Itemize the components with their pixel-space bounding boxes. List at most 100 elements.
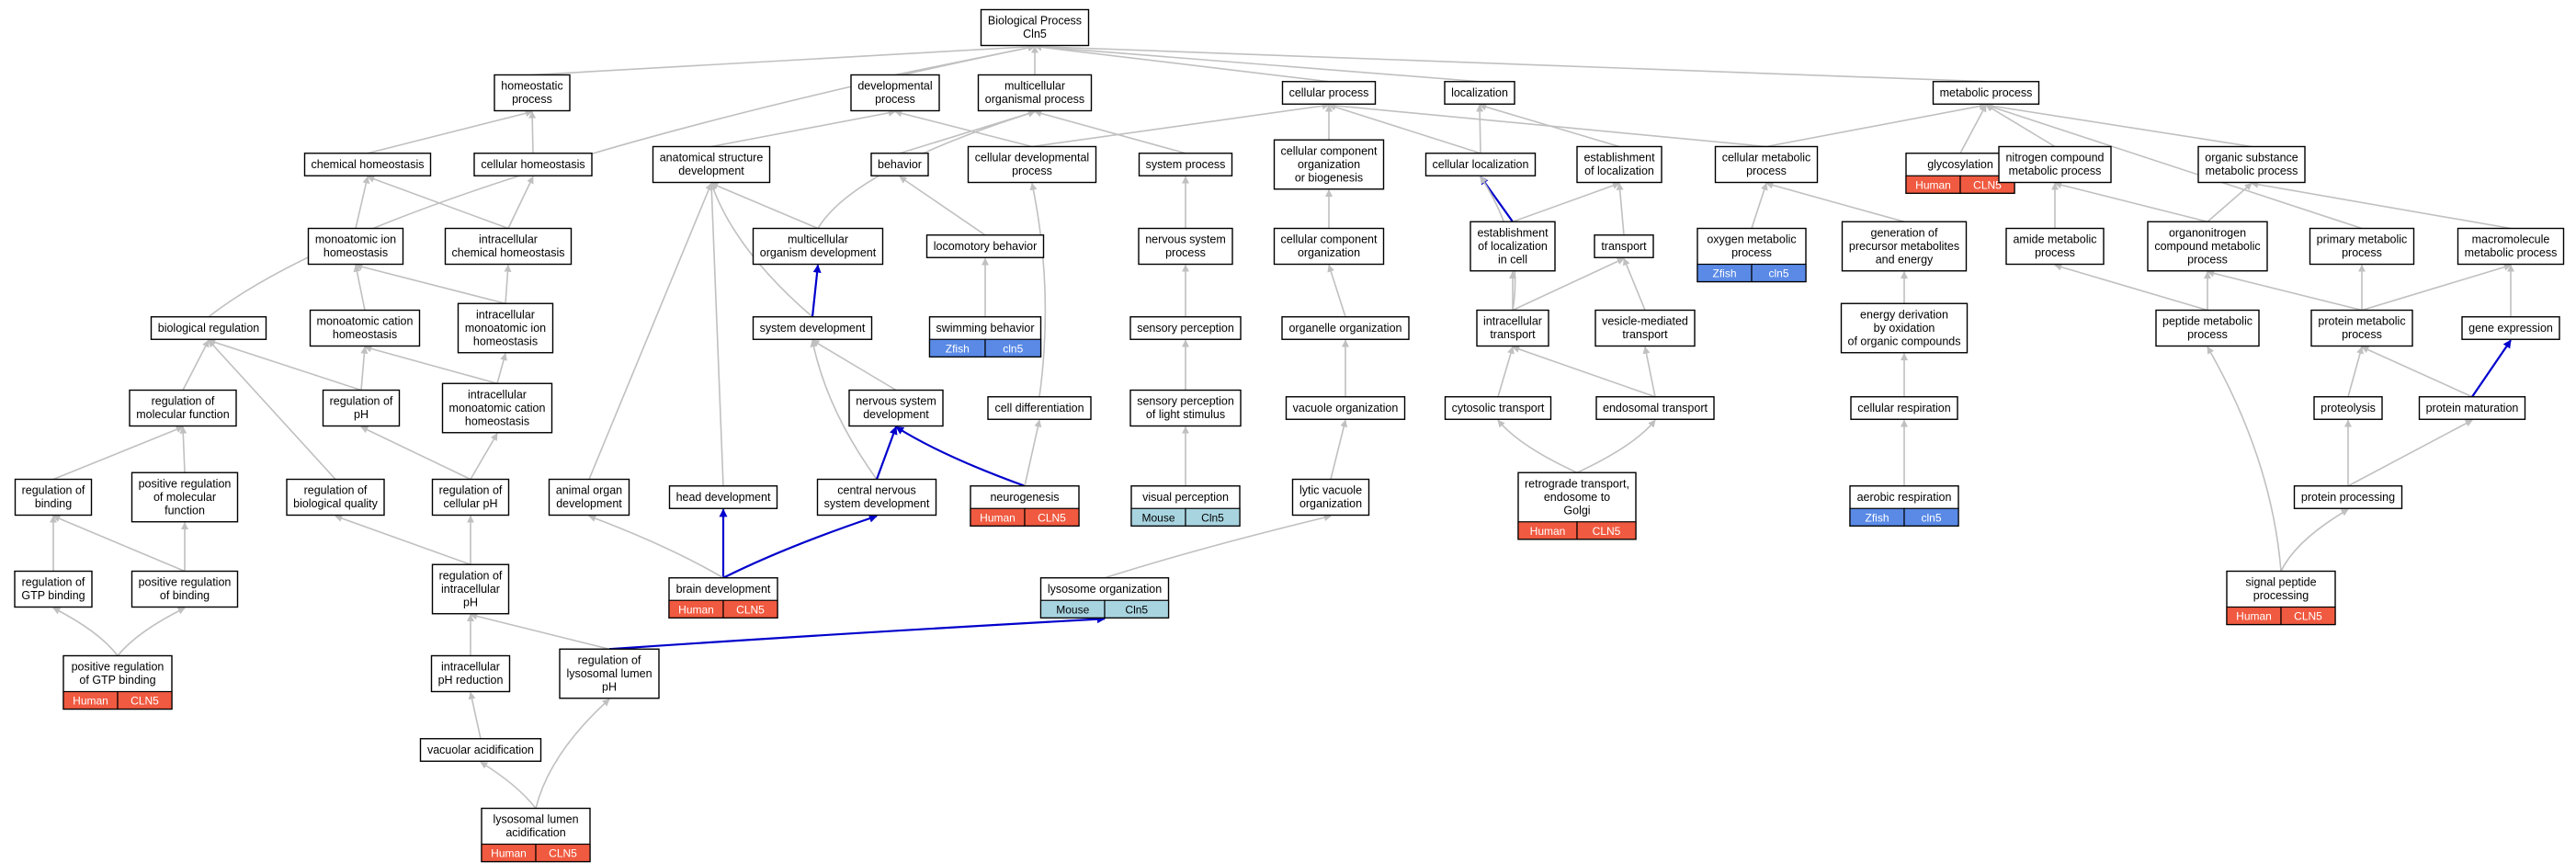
node-label-line: regulation of [330,395,393,408]
edge [528,110,537,153]
go-term-node[interactable]: vacuole organization [1285,396,1406,420]
node-box [987,396,1092,420]
go-term-node[interactable]: retrograde transport,endosome toGolgiHum… [1517,471,1637,540]
go-term-node[interactable]: protein processing [2293,485,2403,509]
go-term-node[interactable]: locomotory behavior [925,234,1045,258]
go-term-node[interactable]: head development [668,485,778,509]
go-term-node[interactable]: cell differentiation [987,396,1092,420]
gene-label: CLN5 [1593,525,1621,538]
node-label-line: Golgi [1563,504,1590,517]
go-term-node[interactable]: cellular respiration [1850,396,1958,420]
go-term-node[interactable]: chemical homeostasis [303,153,432,176]
go-term-node[interactable]: vacuolar acidification [419,738,542,762]
edge [2347,346,2364,397]
go-term-node[interactable]: transport [1594,234,1654,258]
edge [1029,182,1047,397]
go-term-node[interactable]: cellular process [1281,81,1377,105]
go-term-node[interactable]: cellular localization [1424,153,1537,176]
go-term-node[interactable]: system process [1138,153,1233,176]
node-label-line: by oxidation [1874,322,1935,335]
go-term-node[interactable]: protein maturation [2418,396,2526,420]
go-term-node[interactable]: behavior [870,153,929,176]
gene-badge-cell [117,690,173,710]
node-box [1444,81,1515,105]
go-term-node[interactable]: cellular homeostasis [473,153,593,176]
go-term-node[interactable]: metabolic process [1932,81,2040,105]
node-label-line: macromolecule [2472,233,2550,246]
go-term-node[interactable]: organelle organization [1281,316,1410,340]
node-label-line: compound metabolic [2154,240,2260,253]
edge [1327,264,1346,317]
go-term-node[interactable]: cytosolic transport [1444,396,1552,420]
go-term-node[interactable]: endosomal transport [1595,396,1715,420]
go-term-node[interactable]: biological regulation [150,316,267,340]
go-term-node[interactable]: localization [1444,81,1515,105]
edge [2251,180,2512,230]
node-label-line: lysosomal lumen [493,813,578,826]
gene-label: CLN5 [131,695,159,708]
node-label-line: transport [1622,328,1668,341]
go-term-node[interactable]: system development [752,316,873,340]
go-term-node[interactable]: sensory perception [1129,316,1242,340]
go-term-node[interactable]: proteolysis [2313,396,2383,420]
go-term-node[interactable]: gene expression [2461,316,2560,340]
